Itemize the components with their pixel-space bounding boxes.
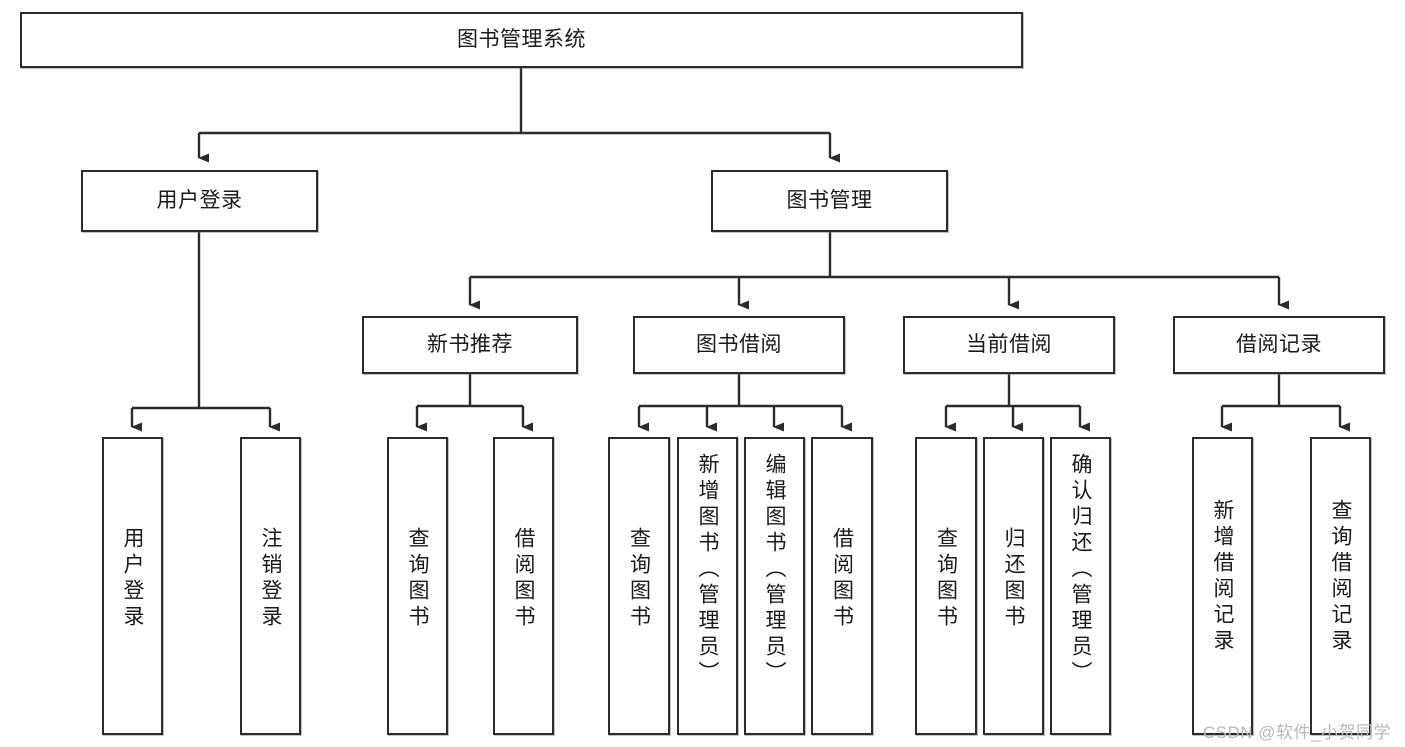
node-label: 图书借阅	[696, 333, 782, 357]
node-user-login[interactable]: 用户登录	[81, 170, 318, 232]
node-borrow-record[interactable]: 借阅记录	[1173, 316, 1385, 374]
watermark: CSDN @软件_小贺同学	[1202, 723, 1391, 742]
node-label: 用户登录	[121, 527, 144, 631]
leaf-return-book[interactable]: 归还图书	[983, 437, 1044, 735]
node-book-management[interactable]: 图书管理	[711, 170, 948, 232]
leaf-borrow-book[interactable]: 借阅图书	[811, 437, 873, 735]
node-label: 新增借阅记录	[1211, 499, 1234, 655]
node-label: 新增图书（管理员）	[696, 453, 719, 687]
leaf-add-borrow-record[interactable]: 新增借阅记录	[1192, 437, 1253, 735]
node-label: 查询图书	[627, 527, 651, 631]
leaf-query-borrow-record[interactable]: 查询借阅记录	[1310, 437, 1371, 735]
node-label: 借阅记录	[1236, 333, 1322, 357]
node-label: 归还图书	[1002, 527, 1025, 631]
leaf-query-book-recommend[interactable]: 查询图书	[387, 437, 448, 735]
node-root-system[interactable]: 图书管理系统	[20, 12, 1023, 68]
node-label: 查询借阅记录	[1329, 499, 1352, 655]
node-book-borrow[interactable]: 图书借阅	[633, 316, 845, 374]
node-new-book-recommend[interactable]: 新书推荐	[362, 316, 578, 374]
node-label: 借阅图书	[512, 527, 535, 631]
leaf-user-login[interactable]: 用户登录	[102, 437, 163, 735]
node-label: 图书管理系统	[457, 28, 586, 52]
node-label: 注销登录	[259, 527, 282, 631]
leaf-confirm-return-admin[interactable]: 确认归还（管理员）	[1050, 437, 1111, 735]
leaf-edit-book-admin[interactable]: 编辑图书（管理员）	[744, 437, 805, 735]
node-label: 当前借阅	[966, 333, 1052, 357]
leaf-add-book-admin[interactable]: 新增图书（管理员）	[677, 437, 738, 735]
node-label: 查询图书	[934, 527, 958, 631]
node-label: 借阅图书	[830, 527, 854, 631]
node-label: 编辑图书（管理员）	[763, 453, 786, 687]
leaf-query-book-current[interactable]: 查询图书	[915, 437, 977, 735]
node-label: 用户登录	[156, 189, 243, 213]
node-label: 确认归还（管理员）	[1069, 453, 1092, 687]
node-label: 查询图书	[406, 527, 429, 631]
leaf-query-book-borrow[interactable]: 查询图书	[608, 437, 670, 735]
node-label: 新书推荐	[427, 333, 513, 357]
leaf-borrow-book-recommend[interactable]: 借阅图书	[493, 437, 554, 735]
leaf-logout[interactable]: 注销登录	[240, 437, 301, 735]
node-current-borrow[interactable]: 当前借阅	[903, 316, 1115, 374]
node-label: 图书管理	[786, 189, 873, 213]
